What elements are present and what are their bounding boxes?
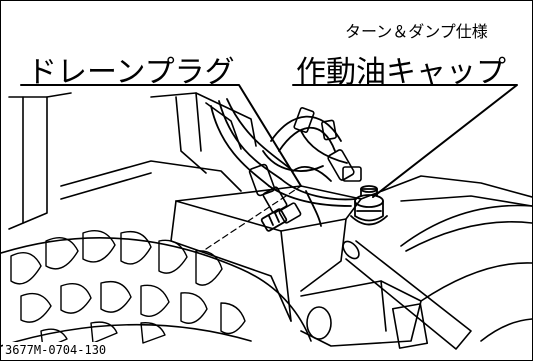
drain-plug-label: ドレーンプラグ	[27, 55, 235, 90]
drain-plug-leader	[20, 84, 302, 187]
spec-label: ターン＆ダンプ仕様	[345, 22, 488, 41]
hydraulic-cap	[350, 185, 388, 226]
label-leaders	[20, 84, 518, 198]
drain-plug	[260, 208, 288, 232]
crawler-track	[1, 230, 312, 350]
machine-deck	[60, 160, 532, 322]
left-body-panel	[8, 92, 72, 230]
figure-code: 3677M-0704-130	[3, 342, 110, 357]
hose-fittings	[248, 107, 362, 224]
hydraulic-cap-leader	[292, 84, 518, 198]
right-fender	[400, 204, 532, 342]
hose-bundle	[210, 98, 357, 227]
hydraulic-cap-label: 作動油キャップ	[296, 55, 506, 90]
lower-bracket	[300, 280, 429, 349]
cylinder-rod	[342, 240, 472, 350]
